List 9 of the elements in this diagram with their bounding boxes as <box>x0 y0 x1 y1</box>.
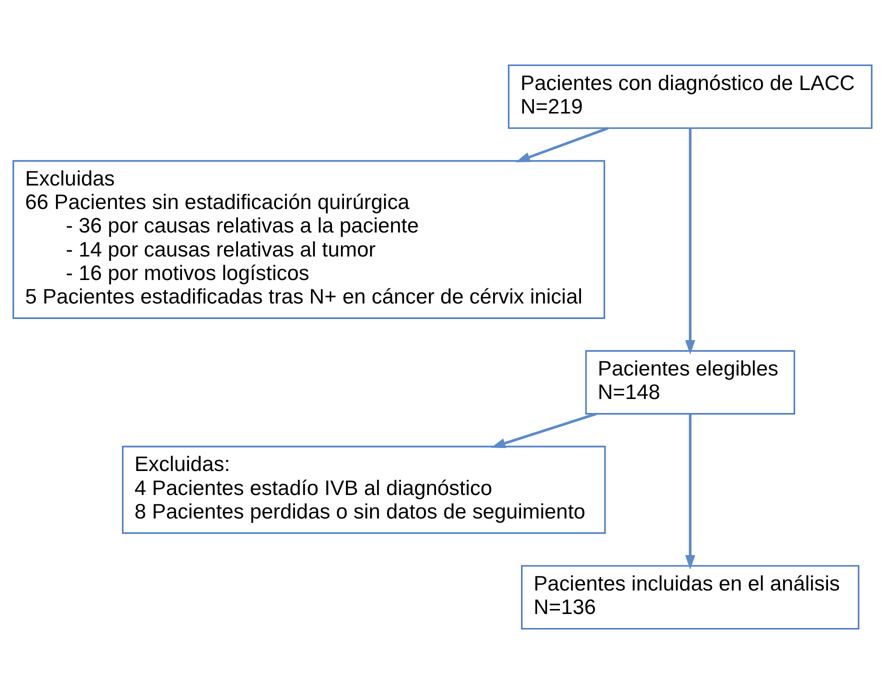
node-box: Excluidas 66 Pacientes sin estadificación quirúrgica - 36 por causas relativas a la paciente - 14 por causas relativas al tumor - 16 por motivos logísticos 5 Pacientes estadificadas tras N+ en cáncer de cérvix inicial <box>12 160 606 318</box>
node-box: Pacientes con diagnóstico de LACC N=219 <box>508 64 872 128</box>
node-box: Pacientes elegibles N=148 <box>585 350 796 414</box>
node-box: Excluidas: 4 Pacientes estadío IVB al diagnóstico 8 Pacientes perdidas o sin datos de seguimiento <box>122 445 606 534</box>
arrow <box>516 126 608 162</box>
node-box: Pacientes incluidas en el análisis N=136 <box>521 564 860 630</box>
arrow <box>685 128 696 354</box>
arrow <box>685 414 696 570</box>
arrow <box>490 412 597 448</box>
